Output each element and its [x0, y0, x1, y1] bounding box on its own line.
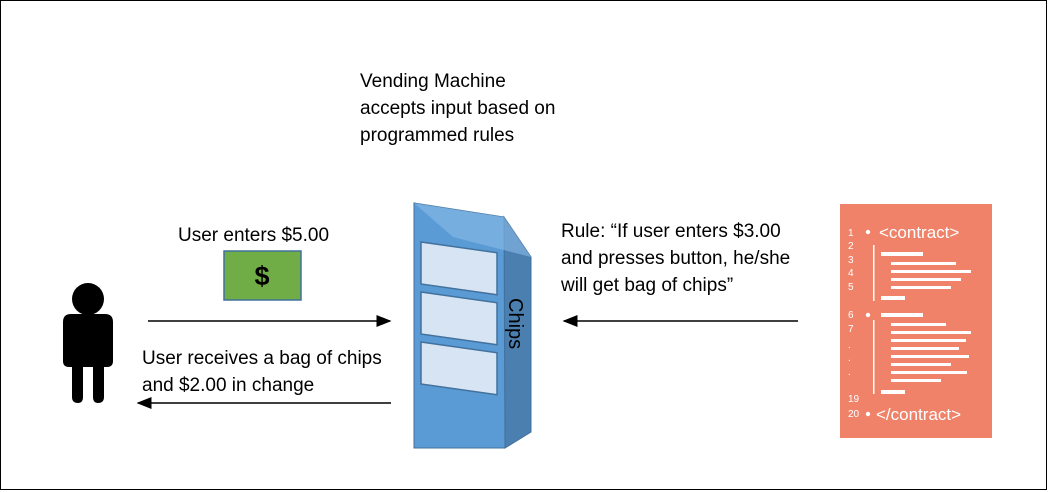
dollar-bill-icon	[223, 250, 302, 301]
rule-text: Rule: “If user enters $3.00 and presses …	[561, 218, 790, 299]
contract-line-number: 6	[848, 310, 854, 321]
vending-machine-icon	[413, 202, 532, 449]
contract-line-number: .	[848, 367, 851, 378]
vending-caption-line: accepts input based on	[360, 98, 556, 119]
machine-side-label: Chips	[504, 298, 526, 349]
contract-line-number: 3	[848, 255, 854, 266]
contract-line-number: 5	[848, 282, 854, 293]
contract-line-number: 20	[848, 409, 860, 420]
contract-line-number: 7	[848, 324, 854, 335]
contract-open-tag: <contract>	[879, 223, 959, 242]
user-enters-label: User enters $5.00	[178, 225, 330, 246]
contract-line-number: .	[848, 353, 851, 364]
user-receives-label: User receives a bag of chips and $2.00 i…	[142, 345, 382, 399]
machine-slot	[420, 341, 498, 396]
contract-line-number: 1	[848, 228, 854, 239]
user-receives-line: and $2.00 in change	[142, 375, 315, 396]
contract-line-number: .	[848, 340, 851, 351]
contract-line-number: 4	[848, 268, 854, 279]
machine-slot	[420, 291, 498, 346]
rule-text-line: Rule: “If user enters $3.00	[561, 221, 781, 242]
contract-line-numbers: 1 2 3 4 5 6 7... 19 20	[848, 228, 860, 420]
rule-text-line: will get bag of chips”	[561, 275, 734, 296]
person-icon	[63, 283, 113, 403]
bill-dollar-sign: $	[254, 261, 269, 291]
rule-text-line: and presses button, he/she	[561, 248, 791, 269]
vending-caption: Vending Machine accepts input based on p…	[360, 68, 555, 149]
vending-caption-line: Vending Machine	[360, 71, 506, 92]
machine-slot	[420, 241, 498, 296]
contract-line-number: 2	[848, 241, 854, 252]
vending-caption-line: programmed rules	[360, 125, 515, 146]
contract-code-icon: 1 2 3 4 5 6 7... 19 20 <contract> </contract>	[840, 204, 992, 438]
contract-close-tag: </contract>	[876, 405, 961, 424]
contract-line-number: 19	[848, 394, 860, 405]
user-receives-line: User receives a bag of chips	[142, 348, 382, 369]
